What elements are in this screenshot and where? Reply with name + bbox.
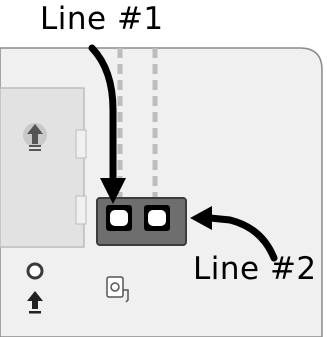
wall-phone-jack-icon	[106, 276, 129, 303]
line1-arrow	[88, 44, 126, 204]
up-arrow-icon	[27, 291, 43, 314]
phone-jack-box	[96, 197, 187, 246]
inner-panel	[0, 87, 85, 248]
power-circle-icon	[26, 262, 44, 280]
panel-notch-bottom	[75, 195, 87, 225]
up-arrow-icon	[23, 123, 47, 151]
line2-label: Line #2	[193, 251, 317, 287]
line1-label: Line #1	[40, 1, 164, 37]
cables	[117, 48, 158, 200]
line2-arrow	[190, 206, 278, 262]
panel-notch-top	[75, 129, 87, 159]
